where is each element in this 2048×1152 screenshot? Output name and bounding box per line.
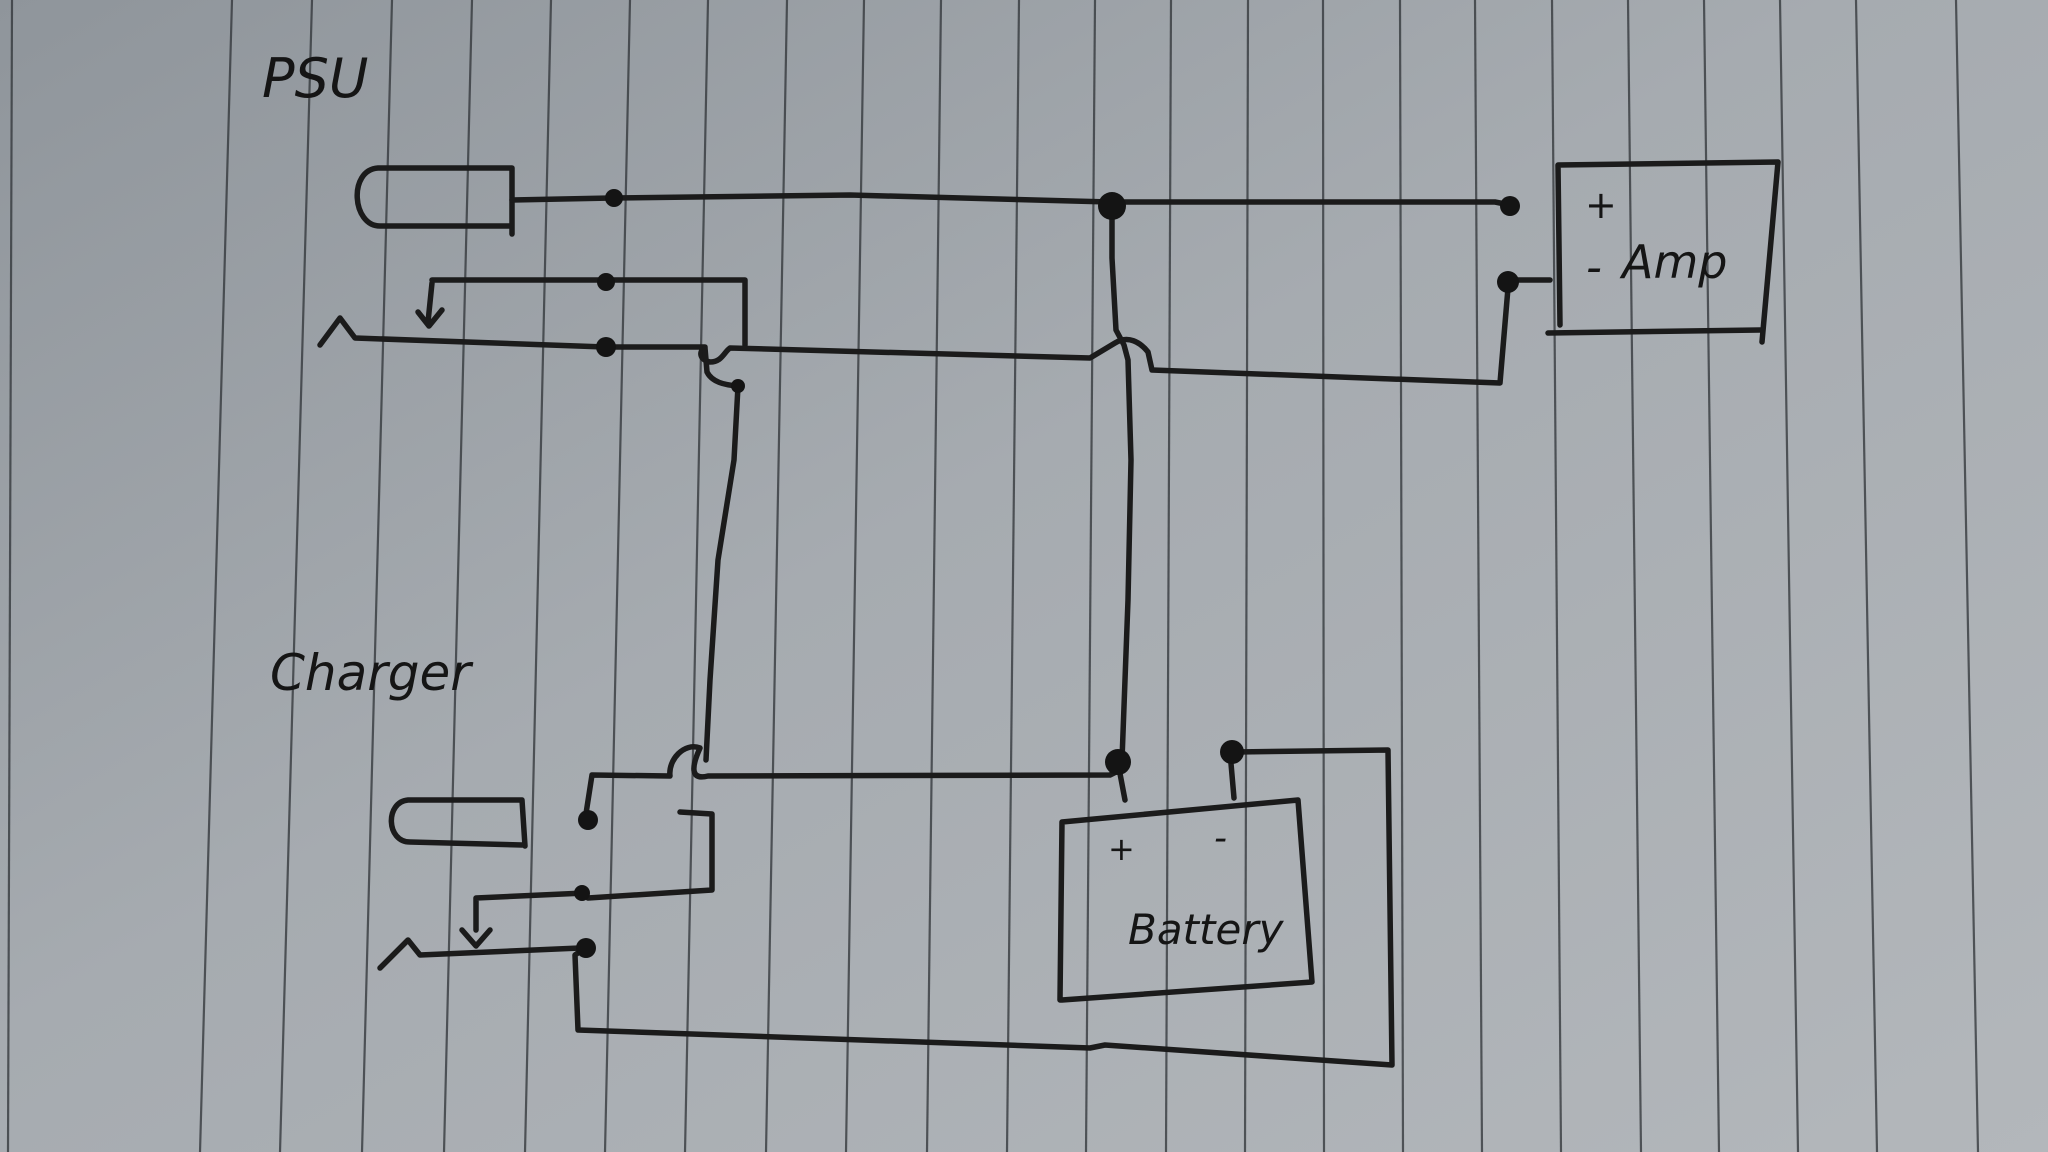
amp-label: Amp: [1619, 235, 1727, 289]
amp-box: [1545, 159, 1781, 345]
charger-positive-wire: [582, 744, 1123, 823]
psu-positive-wire: [509, 192, 1518, 209]
battery-plus-label: +: [1108, 830, 1135, 868]
battery-box: [1057, 797, 1315, 1003]
amp-minus-label: -: [1586, 242, 1602, 293]
charger-jack-switch: [377, 809, 715, 971]
psu-jack-switch: [317, 277, 748, 350]
battery-minus-label: -: [1214, 818, 1227, 859]
charger-label: Charger: [270, 644, 474, 702]
positive-bus-wire: [1109, 205, 1134, 763]
junction-dots: [574, 189, 1520, 958]
psu-negative-wire: [602, 277, 1513, 386]
amp-plus-label: +: [1585, 183, 1617, 227]
ruled-lines: [6, 0, 1980, 1152]
charger-plug-connector: [388, 797, 528, 849]
battery-label: Battery: [1128, 905, 1285, 954]
psu-switch-to-charger-wire: [702, 345, 741, 763]
charger-negative-wire: [572, 747, 1395, 1068]
psu-label: PSU: [262, 47, 368, 110]
